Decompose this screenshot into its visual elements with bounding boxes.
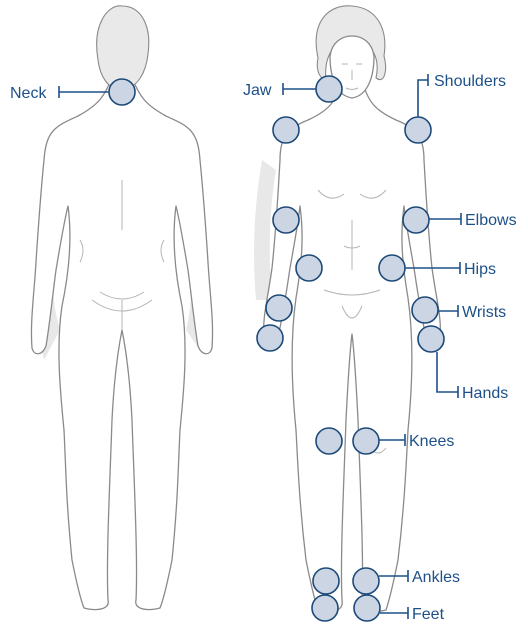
joint-knee-right: [353, 428, 379, 454]
leader-hands: [437, 352, 458, 398]
label-hips: Hips: [464, 261, 496, 278]
label-shoulders: Shoulders: [434, 73, 506, 90]
label-jaw: Jaw: [243, 82, 272, 99]
label-wrists: Wrists: [462, 304, 506, 321]
joint-ankle-right: [353, 568, 379, 594]
joint-neck: [109, 79, 135, 105]
joint-knee-left: [316, 428, 342, 454]
joint-wrist-left: [266, 295, 292, 321]
joint-shoulder-right: [405, 117, 431, 143]
label-elbows: Elbows: [465, 212, 517, 229]
joint-hand-left: [257, 325, 283, 351]
joint-hip-right: [379, 255, 405, 281]
joint-hip-left: [296, 255, 322, 281]
label-knees: Knees: [409, 433, 454, 450]
joint-foot-left: [312, 595, 338, 621]
leader-elbows: [429, 213, 461, 225]
label-feet: Feet: [412, 606, 445, 623]
label-neck: Neck: [10, 85, 47, 102]
joint-wrist-right: [412, 297, 438, 323]
leader-wrists: [438, 305, 458, 317]
joint-elbow-right: [403, 207, 429, 233]
joint-ankle-left: [313, 568, 339, 594]
leader-shoulders: [418, 74, 428, 117]
joint-foot-right: [354, 595, 380, 621]
joint-jaw: [316, 76, 342, 102]
joint-elbow-left: [273, 207, 299, 233]
leader-neck: [59, 86, 109, 98]
joint-shoulder-left: [273, 117, 299, 143]
label-ankles: Ankles: [412, 569, 460, 586]
joint-hand-right: [418, 326, 444, 352]
label-hands: Hands: [462, 385, 508, 402]
leader-jaw: [283, 83, 316, 95]
